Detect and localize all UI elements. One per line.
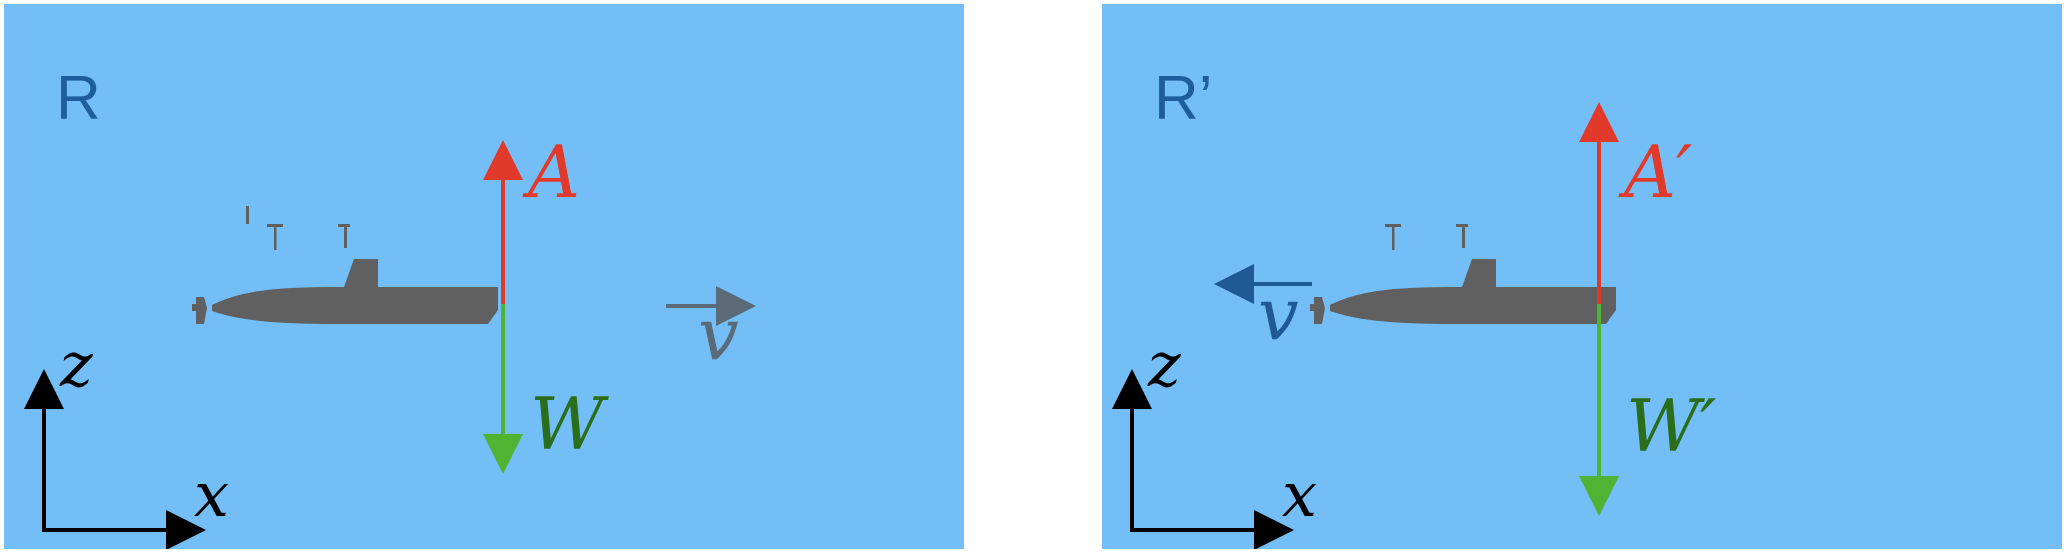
water-background: [4, 4, 964, 549]
buoyancy-label: A: [522, 130, 580, 214]
weight-label: W: [530, 382, 609, 466]
frame-r-prime-panel: R’ A′ W′ v z x: [1102, 4, 2062, 549]
x-axis-label: x: [194, 458, 229, 531]
z-axis-label: z: [59, 328, 93, 401]
frame-r-prime-diagram: R’ A′ W′ v z x: [1102, 4, 2062, 549]
water-background: [1102, 4, 2062, 549]
frame-r-panel: R A W v z x: [4, 4, 964, 549]
submarine-icon: [192, 206, 498, 324]
frame-r-diagram: R A W v z x: [4, 4, 964, 549]
z-axis-label: z: [1147, 328, 1181, 401]
velocity-label: v: [698, 292, 739, 376]
x-axis-label: x: [1282, 458, 1317, 531]
frame-label: R’: [1154, 64, 1213, 133]
buoyancy-label: A′: [1618, 130, 1692, 214]
velocity-label: v: [1258, 272, 1299, 356]
submarine-icon: [1310, 224, 1616, 324]
frame-label: R: [56, 64, 101, 133]
weight-label: W′: [1626, 384, 1716, 468]
